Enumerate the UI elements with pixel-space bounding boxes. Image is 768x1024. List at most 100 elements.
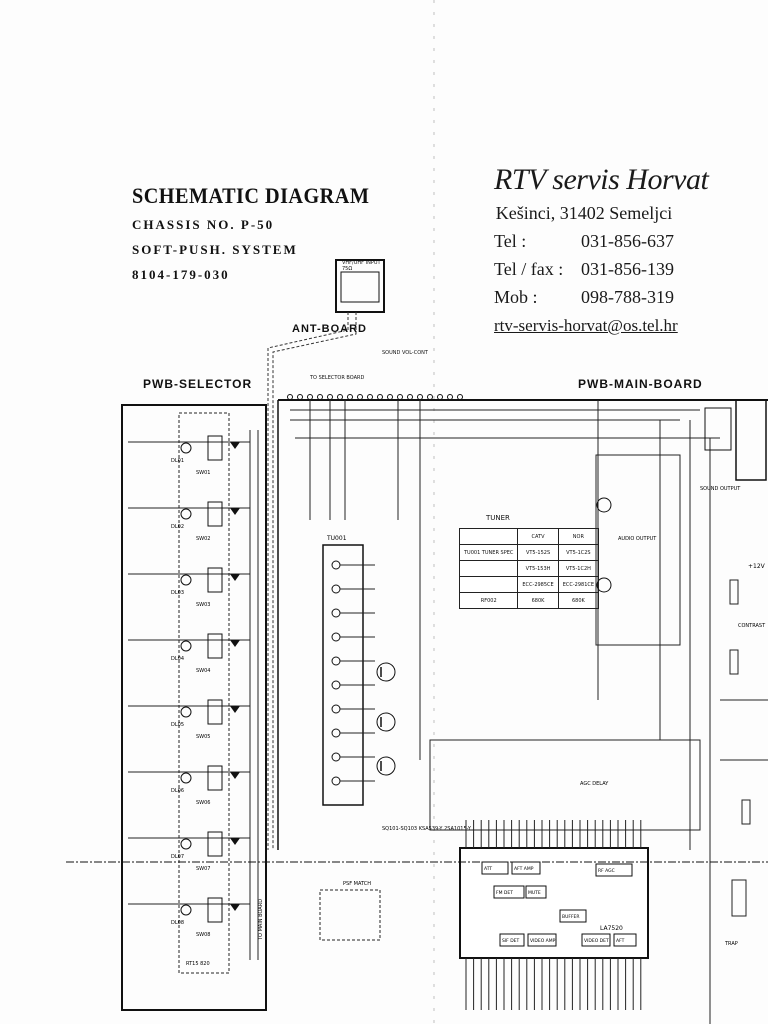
connector-pin bbox=[387, 394, 393, 400]
connector-pin bbox=[447, 394, 453, 400]
rtis-label: RT15 820 bbox=[186, 961, 210, 967]
led-label: DL07 bbox=[171, 854, 184, 860]
transistor-symbol bbox=[376, 712, 396, 732]
right-column-parts bbox=[720, 579, 768, 917]
led-symbol bbox=[180, 838, 192, 850]
ic-block-label: BUFFER bbox=[562, 914, 580, 920]
ic-block-label: ATT bbox=[484, 866, 492, 872]
ic-block-label: SIF DET bbox=[502, 938, 520, 944]
ic-block bbox=[527, 933, 557, 947]
tuner-pin bbox=[331, 680, 341, 690]
led-label: DL08 bbox=[171, 920, 184, 926]
ic-block bbox=[493, 885, 525, 899]
ic-block bbox=[525, 885, 547, 899]
if-section-box bbox=[429, 739, 701, 831]
to-selector-label: TO SELECTOR BOARD bbox=[310, 375, 365, 381]
selector-board-label: PWB-SELECTOR bbox=[143, 377, 253, 391]
diode-symbol bbox=[230, 706, 240, 713]
led-label: DL04 bbox=[171, 656, 184, 662]
switch-symbol bbox=[207, 567, 223, 593]
switch-label: SW02 bbox=[196, 536, 210, 542]
sound-vol-label: SOUND VOL-CONT bbox=[382, 350, 428, 356]
ic-block bbox=[595, 863, 633, 877]
led-symbol bbox=[180, 640, 192, 652]
tuner-ref-label: TU001 bbox=[326, 535, 347, 542]
ic-block-label: RF AGC bbox=[598, 868, 615, 874]
switch-symbol bbox=[207, 765, 223, 791]
diode-symbol bbox=[230, 772, 240, 779]
psf-match-box bbox=[319, 889, 381, 941]
transistor-note: SQ101-SQ103 KSA539-Y 2SA1015-Y bbox=[382, 826, 472, 832]
switch-label: SW01 bbox=[196, 470, 210, 476]
ic-block bbox=[499, 933, 525, 947]
connector-row bbox=[287, 394, 463, 400]
vhf-input-label: VHF/UHF INPUT 75Ω bbox=[342, 260, 381, 272]
switch-label: SW04 bbox=[196, 668, 210, 674]
led-label: DL03 bbox=[171, 590, 184, 596]
shop-address: Kešinci, 31402 Semeljci bbox=[495, 203, 673, 223]
ant-feed-line bbox=[272, 312, 357, 850]
phone-label: Tel : bbox=[494, 231, 527, 251]
ic-block-label: MUTE bbox=[528, 890, 541, 896]
connector-pin bbox=[327, 394, 333, 400]
ic-block-label: FM DET bbox=[496, 890, 513, 896]
led-symbol bbox=[180, 904, 192, 916]
connector-pin bbox=[337, 394, 343, 400]
diagram-title: SCHEMATIC DIAGRAM bbox=[132, 183, 370, 208]
connector-pin bbox=[297, 394, 303, 400]
speaker-connector bbox=[735, 399, 767, 481]
connector-pin bbox=[287, 394, 293, 400]
chassis-number: CHASSIS NO. P-50 bbox=[132, 217, 275, 232]
diagram-header: SCHEMATIC DIAGRAM CHASSIS NO. P-50 SOFT-… bbox=[132, 183, 390, 283]
diode-symbol bbox=[230, 640, 240, 647]
connector-pin bbox=[437, 394, 443, 400]
led-symbol bbox=[180, 706, 192, 718]
connector-pin bbox=[407, 394, 413, 400]
tuner-cell: 680K bbox=[557, 592, 600, 609]
connector-pin bbox=[317, 394, 323, 400]
switch-symbol bbox=[207, 699, 223, 725]
trap-label: TRAP bbox=[724, 941, 738, 947]
ic-block bbox=[481, 861, 509, 875]
led-symbol bbox=[180, 442, 192, 454]
part-number: 8104-179-030 bbox=[132, 267, 230, 282]
transistor-symbol bbox=[376, 662, 396, 682]
audio-transistor-symbol bbox=[596, 497, 612, 513]
transistor-group bbox=[376, 662, 396, 776]
tuner-pin bbox=[331, 560, 341, 570]
tuner-pin bbox=[331, 776, 341, 786]
ant-board-box bbox=[335, 259, 385, 313]
service-stamp: RTV servis Horvat Kešinci, 31402 Semeljc… bbox=[494, 163, 709, 336]
selector-switch-rows: DL01SW01DL02SW02DL03SW03DL04SW04DL05SW05… bbox=[128, 435, 250, 938]
tuner-pin bbox=[331, 728, 341, 738]
tuner-table: CATV NOR TU001 TUNER SPEC VT5-152S VT5-1… bbox=[458, 528, 600, 609]
audio-output-label: AUDIO OUTPUT bbox=[618, 536, 657, 542]
tuner-row: TU001 TUNER SPEC VT5-152S VT5-1C2S bbox=[458, 544, 600, 561]
switch-symbol bbox=[207, 435, 223, 461]
switch-label: SW08 bbox=[196, 932, 210, 938]
switch-symbol bbox=[207, 897, 223, 923]
ic-block-label: VIDEO AMP bbox=[530, 938, 556, 944]
diode-symbol bbox=[230, 574, 240, 581]
diode-symbol bbox=[230, 442, 240, 449]
selector-board-box bbox=[121, 404, 267, 1011]
audio-transistor-symbol bbox=[596, 577, 612, 593]
led-label: DL02 bbox=[171, 524, 184, 530]
connector-pin bbox=[427, 394, 433, 400]
contrast-label: CONTRAST bbox=[738, 623, 766, 629]
ic-block-label: AFT bbox=[616, 938, 625, 944]
to-main-label: TO MAIN BOARD bbox=[258, 899, 264, 941]
connector-pin bbox=[377, 394, 383, 400]
audio-section-box bbox=[595, 454, 681, 646]
ic-block bbox=[559, 909, 587, 923]
tuner-pin bbox=[331, 584, 341, 594]
diode-symbol bbox=[230, 838, 240, 845]
ic-block-label: VIDEO DET bbox=[584, 938, 609, 944]
ant-board-label: ANT-BOARD bbox=[292, 323, 367, 335]
tuner-pin bbox=[331, 632, 341, 642]
switch-symbol bbox=[207, 501, 223, 527]
email-address: rtv-servis-horvat@os.tel.hr bbox=[494, 316, 678, 335]
tuner-module-box bbox=[322, 544, 364, 806]
sound-output-label: SOUND OUTPUT bbox=[700, 486, 741, 492]
